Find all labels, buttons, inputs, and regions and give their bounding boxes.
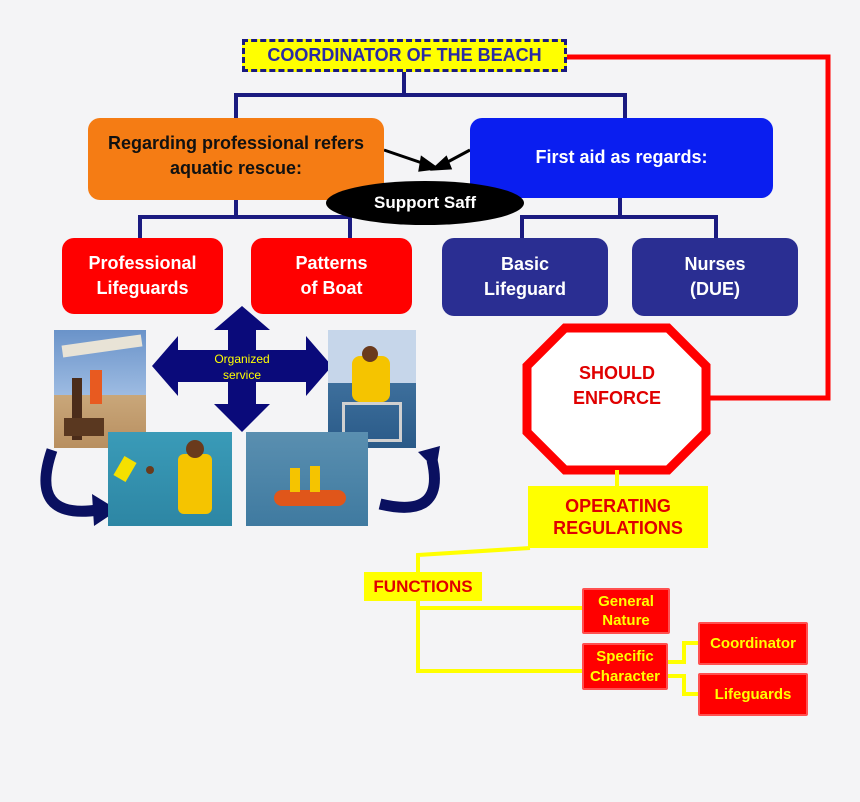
enforce-link-line <box>567 54 831 401</box>
arrowhead-left <box>418 155 440 172</box>
professional-lifeguards-box: Professional Lifeguards <box>62 238 223 314</box>
boat-photo <box>246 432 368 526</box>
support-staff-ellipse: Support Saff <box>326 181 524 225</box>
firstaid-branch-line <box>520 215 718 238</box>
specific-character-box: Specific Character <box>582 643 668 690</box>
rescue-swim-photo <box>108 432 232 526</box>
general-nature-box: General Nature <box>582 588 670 634</box>
organized-service-label: Organized service <box>214 352 270 382</box>
four-way-arrow <box>152 306 332 432</box>
regulations-to-functions-line <box>416 546 531 572</box>
should-enforce-label: SHOULD ENFORCE <box>572 362 661 408</box>
functions-box: FUNCTIONS <box>364 572 482 601</box>
basic-lifeguard-box: Basic Lifeguard <box>442 238 608 316</box>
curved-arrow-left-head <box>92 494 118 526</box>
rescue-branch-line <box>138 215 352 238</box>
first-aid-box: First aid as regards: <box>470 118 773 198</box>
functions-to-specific-line <box>416 600 582 673</box>
aquatic-rescue-box: Regarding professional refers aquatic re… <box>88 118 384 200</box>
stop-octagon <box>522 323 711 475</box>
coordinator-role-box: Coordinator <box>698 622 808 665</box>
coordinator-box: COORDINATOR OF THE BEACH <box>242 39 567 72</box>
operating-regulations-box: OPERATING REGULATIONS <box>528 486 708 548</box>
arrowhead-right <box>429 155 453 171</box>
tower-photo <box>54 330 146 448</box>
chair-photo <box>328 330 416 448</box>
curved-arrow-left <box>40 448 99 517</box>
patterns-of-boat-box: Patterns of Boat <box>251 238 412 314</box>
lifeguards-role-box: Lifeguards <box>698 673 808 716</box>
coord-branch-line <box>234 93 627 118</box>
specific-to-lifeguards-line <box>668 674 698 696</box>
specific-to-coordinator-line <box>668 641 698 664</box>
nurses-box: Nurses (DUE) <box>632 238 798 316</box>
curved-arrow-right <box>378 458 440 513</box>
curved-arrow-right-head <box>418 446 440 470</box>
